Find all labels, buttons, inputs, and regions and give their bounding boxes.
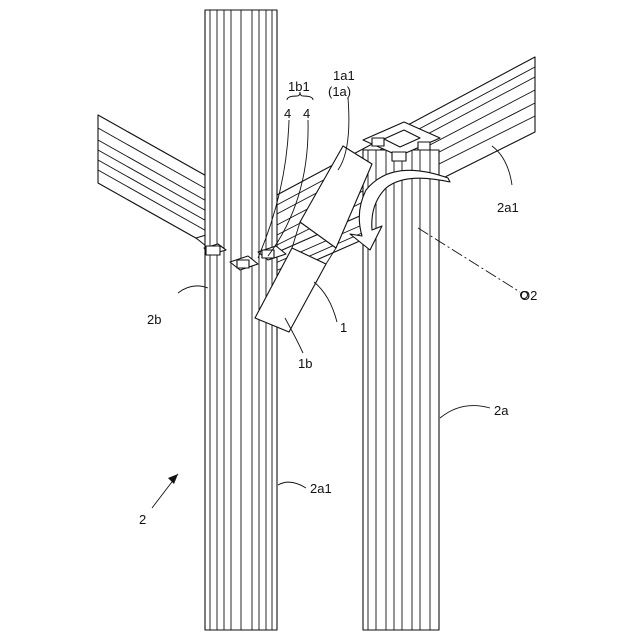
label-2a1-mid: 2a1 <box>310 481 332 496</box>
label-2: 2 <box>139 512 146 527</box>
label-2a1-top: 2a1 <box>497 200 519 215</box>
label-1b1: 1b1 <box>288 79 310 94</box>
label-4-left: 4 <box>284 106 291 121</box>
label-1a1: 1a1 <box>333 68 355 83</box>
label-o2: O2 <box>520 288 537 303</box>
label-1b: 1b <box>298 356 312 371</box>
label-2a: 2a <box>494 403 509 418</box>
label-4-right: 4 <box>303 106 310 121</box>
arrow-2 <box>152 474 178 508</box>
label-1a: (1a) <box>328 84 351 99</box>
label-1: 1 <box>340 320 347 335</box>
label-2b: 2b <box>147 312 161 327</box>
